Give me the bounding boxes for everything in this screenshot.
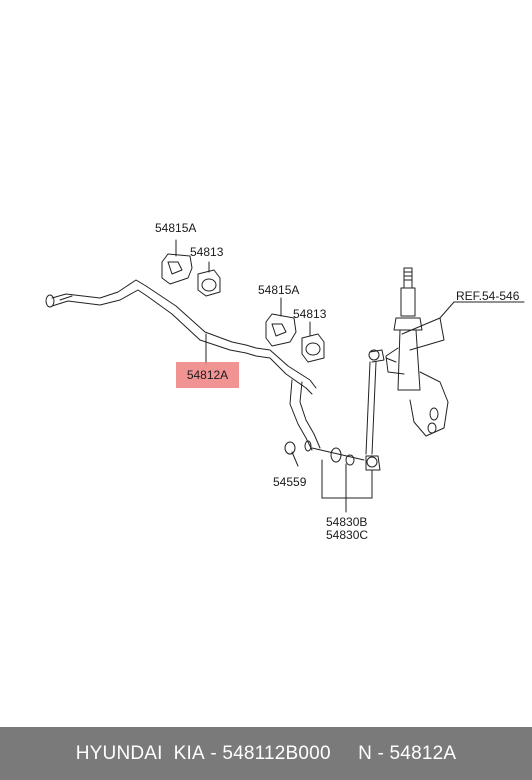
bushing-upper [197, 261, 221, 297]
label-54815a-mid: 54815A [258, 283, 300, 297]
footer-part-number: 548112B000 [222, 742, 331, 764]
label-54559: 54559 [273, 475, 307, 489]
label-54830b: 54830B [326, 515, 368, 529]
footer-brand: HYUNDAI KIA [75, 742, 205, 764]
footer-bar: HYUNDAI KIA - 548112B000 N - 54812A [0, 727, 532, 780]
bracket-middle [265, 297, 297, 347]
footer-ref-number: 54812A [389, 742, 457, 764]
footer-sep-2: N - [330, 742, 390, 764]
bushing-middle [301, 321, 325, 363]
footer-sep-1: - [204, 742, 223, 764]
label-54813-mid: 54813 [293, 307, 327, 321]
label-54830c: 54830C [326, 528, 369, 542]
label-54812a: 54812A [186, 368, 229, 382]
parts-diagram [45, 239, 525, 513]
nut-54559 [284, 441, 299, 467]
label-54813-top: 54813 [190, 245, 224, 259]
stabilizer-link [365, 349, 397, 471]
link-hardware [304, 440, 373, 513]
stabilizer-bar [45, 279, 321, 451]
label-ref: REF.54-546 [456, 289, 520, 303]
strut-assembly [385, 267, 525, 437]
label-54815a-top: 54815A [155, 221, 197, 235]
bracket-upper [161, 239, 193, 285]
highlight-54812a [176, 362, 239, 388]
